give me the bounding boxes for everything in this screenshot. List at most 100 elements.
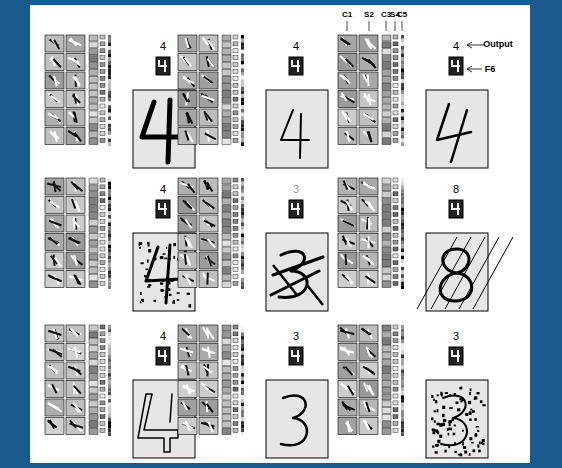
map-stroke: [51, 96, 60, 103]
c5-unit: [108, 65, 111, 69]
c5-unit: [241, 193, 244, 197]
feature-map: [382, 254, 391, 260]
noise-dot: [476, 426, 479, 428]
c5-unit: [108, 248, 111, 252]
feature-map: [393, 401, 398, 405]
c5-unit: [401, 193, 404, 197]
c5-unit: [401, 128, 404, 132]
feature-map: [382, 104, 391, 110]
noise-dot: [454, 424, 456, 426]
feature-map: [382, 199, 391, 205]
feature-map: [89, 97, 98, 103]
feature-map: [100, 178, 105, 182]
feature-map: [100, 268, 105, 272]
map-stroke: [51, 366, 57, 374]
noise-dot: [437, 423, 440, 426]
feature-map: [100, 332, 105, 336]
feature-map: [233, 339, 238, 343]
noise-dot: [431, 395, 433, 398]
c5-unit: [241, 182, 244, 186]
c5-unit: [401, 381, 404, 385]
c5-unit: [401, 234, 404, 238]
feature-map: [45, 215, 64, 232]
output-digit: 8: [453, 184, 459, 195]
c5-unit: [241, 105, 244, 109]
noise-dot: [432, 428, 435, 430]
feature-map: [222, 387, 231, 393]
map-stroke: [180, 349, 193, 353]
feature-map: [89, 275, 98, 281]
map-stroke: [203, 276, 215, 281]
feature-map: [89, 111, 98, 117]
c5-unit: [108, 35, 111, 39]
feature-map: [222, 380, 231, 386]
feature-map: [233, 206, 238, 210]
c5-unit: [401, 347, 404, 351]
feature-map: [222, 35, 231, 41]
feature-map: [338, 362, 357, 379]
feature-map: [382, 213, 391, 219]
c5-unit: [401, 325, 404, 329]
noise-dot: [443, 419, 446, 422]
feature-map: [233, 261, 238, 265]
c5-unit: [401, 366, 404, 370]
c5-unit: [241, 230, 244, 234]
map-stroke: [342, 93, 347, 101]
feature-map: [393, 387, 398, 391]
feature-map: [100, 325, 105, 329]
c5-unit: [401, 418, 404, 422]
c5-unit: [401, 425, 404, 429]
noise-dot: [443, 423, 446, 426]
c5-unit: [401, 35, 404, 39]
feature-map: [393, 76, 398, 80]
map-stroke: [208, 40, 214, 49]
feature-map: [338, 91, 357, 108]
feature-map: [233, 268, 238, 272]
feature-map: [338, 234, 357, 251]
c5-unit: [401, 377, 404, 381]
feature-map: [338, 399, 357, 416]
noise-dot: [437, 440, 440, 443]
feature-map: [338, 54, 357, 71]
c5-unit: [241, 204, 244, 208]
leader-line: [402, 21, 403, 31]
map-stroke: [203, 37, 208, 45]
feature-map: [233, 63, 238, 67]
c5-unit: [108, 355, 111, 359]
noise-dot: [162, 279, 164, 282]
feature-map: [222, 192, 231, 198]
c5-unit: [241, 124, 244, 128]
feature-map: [359, 128, 378, 145]
noise-dot: [164, 258, 167, 260]
c5-unit: [401, 226, 404, 230]
map-stroke: [364, 114, 374, 120]
feature-map: [45, 128, 64, 145]
noise-dot: [139, 247, 141, 249]
feature-map: [100, 373, 105, 377]
feature-map: [393, 104, 398, 108]
c5-unit: [401, 392, 404, 396]
feature-map: [222, 76, 231, 82]
feature-map: [393, 380, 398, 384]
feature-map: [233, 118, 238, 122]
feature-map: [393, 346, 398, 350]
c5-unit: [401, 68, 404, 72]
f6-map: [449, 200, 463, 218]
feature-map: [100, 387, 105, 391]
c5-unit: [401, 135, 404, 139]
feature-map: [233, 429, 238, 433]
map-stroke: [366, 347, 370, 357]
feature-map: [382, 178, 391, 184]
c5-unit: [241, 340, 244, 344]
map-stroke: [185, 38, 188, 48]
c5-unit: [401, 429, 404, 433]
feature-map: [359, 54, 378, 71]
feature-map: [100, 97, 105, 101]
feature-map: [382, 63, 391, 69]
c5-unit: [241, 61, 244, 65]
map-stroke: [183, 78, 194, 84]
c5-unit: [241, 332, 244, 336]
input-digit: [142, 100, 182, 162]
feature-map: [89, 213, 98, 219]
feature-map: [89, 325, 98, 331]
